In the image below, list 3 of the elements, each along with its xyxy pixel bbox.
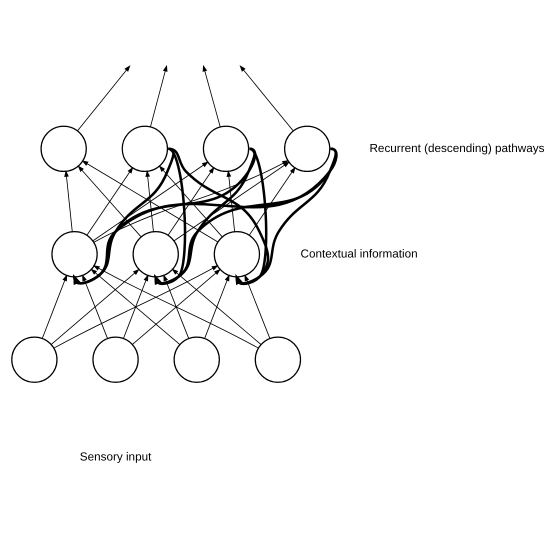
label: Sensory input bbox=[80, 450, 152, 464]
label: Contextual information bbox=[300, 246, 418, 260]
label: Recurrent (descending) pathways bbox=[369, 141, 544, 154]
